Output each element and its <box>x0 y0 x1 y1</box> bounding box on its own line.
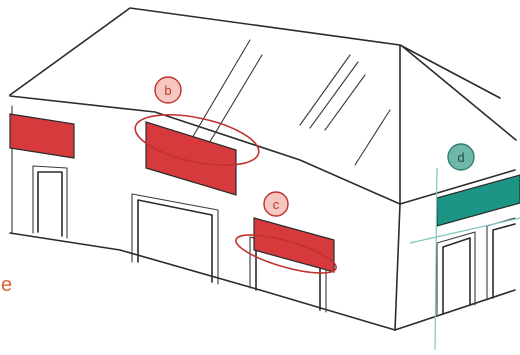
badge-c: c <box>264 192 288 216</box>
badge-d-label: d <box>457 150 464 165</box>
garage-door-large <box>138 200 212 282</box>
sign-b-red <box>146 122 236 195</box>
side-door-right <box>493 224 515 298</box>
roof-glare-stroke <box>300 55 350 125</box>
badge-b-label: b <box>164 83 171 98</box>
badge-b: b <box>155 77 181 103</box>
building-corner-edge <box>395 204 400 330</box>
sign-a-red <box>10 114 74 158</box>
roof-ridge-line <box>10 8 500 98</box>
roof-glare-stroke <box>325 75 365 130</box>
roof-side-slope <box>402 46 516 140</box>
side-door-left <box>443 238 470 314</box>
side-wall <box>395 290 515 330</box>
sign-c-red <box>254 218 334 272</box>
roof <box>10 8 516 204</box>
sign-d-teal <box>437 175 520 226</box>
side-door-right-frame <box>487 218 515 300</box>
front-wall-base <box>10 233 395 330</box>
front-door-left <box>38 172 62 236</box>
badge-d: d <box>448 144 474 170</box>
roof-glare-stroke <box>355 110 390 165</box>
side-wall-base <box>395 290 515 330</box>
badge-c-label: c <box>273 197 280 212</box>
side-doors <box>437 218 515 316</box>
edge-label-e: e <box>1 274 12 296</box>
